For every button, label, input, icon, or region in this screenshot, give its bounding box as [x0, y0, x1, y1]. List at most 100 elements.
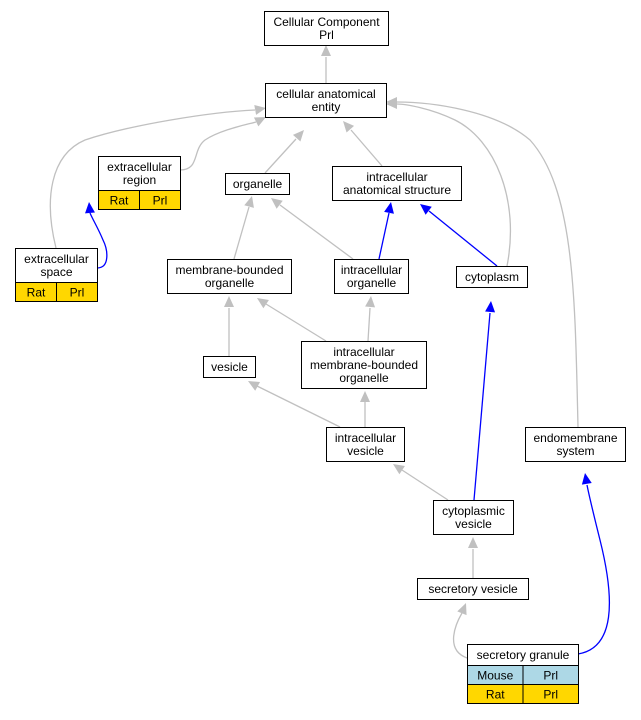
node-box [301, 341, 427, 389]
node-organelle[interactable]: organelle [225, 173, 290, 195]
arrowhead-icon [257, 298, 269, 309]
species-tag-label: Rat [110, 194, 129, 208]
edge-line [256, 385, 341, 428]
node-label-line: vesicle [211, 360, 248, 374]
node-label-line: organelle [339, 371, 389, 385]
node-label-line: Prl [319, 28, 334, 42]
arrowhead-icon [248, 381, 261, 391]
node-label-line: system [556, 444, 594, 458]
edge-intracellular-anatomical-structure-to-cellular-anatomical-entity [343, 121, 383, 167]
node-box [332, 166, 462, 201]
arrowhead-icon [485, 301, 496, 313]
node-label-line: membrane-bounded [175, 263, 283, 277]
species-tag-label: Rat [27, 286, 46, 300]
node-label-line: cytoplasmic [442, 504, 505, 518]
node-label-line: cytoplasm [465, 270, 519, 284]
node-box [167, 259, 292, 294]
arrowhead-icon [365, 296, 376, 308]
arrowhead-icon [468, 537, 478, 548]
edge-organelle-to-cellular-anatomical-entity [264, 130, 304, 174]
node-label-line: secretory granule [477, 648, 570, 662]
edge-secretory-granule-to-endomembrane-system [577, 473, 611, 655]
edge-intracellular-membrane-bounded-organelle-to-intracellular-organelle [365, 296, 376, 342]
edge-line [367, 307, 371, 342]
edge-line [396, 101, 579, 428]
edge-line [233, 206, 250, 260]
edge-vesicle-to-membrane-bounded-organelle [224, 296, 234, 356]
arrowhead-icon [321, 45, 331, 56]
edge-line [473, 312, 491, 501]
arrowhead-icon [85, 202, 95, 214]
edge-secretory-vesicle-to-cytoplasmic-vesicle [468, 537, 478, 578]
edge-intracellular-membrane-bounded-organelle-to-membrane-bounded-organelle [257, 298, 327, 342]
node-label-line: anatomical structure [343, 183, 451, 197]
edge-line [49, 109, 256, 249]
node-label-line: organelle [205, 276, 255, 290]
node-cytoplasm[interactable]: cytoplasm [456, 266, 528, 288]
gene-tag-label: Prl [543, 688, 558, 702]
edge-membrane-bounded-organelle-to-organelle [233, 196, 254, 260]
node-box [417, 578, 529, 600]
edge-line [428, 210, 498, 267]
edge-line [264, 138, 297, 174]
node-label-line: vesicle [455, 517, 492, 531]
edge-extracellular-space-to-extracellular-region [85, 202, 108, 269]
arrowhead-icon [384, 202, 394, 214]
node-box [203, 356, 256, 378]
arrowhead-icon [271, 198, 283, 209]
arrowhead-icon [244, 196, 254, 208]
node-box [456, 266, 528, 288]
edge-intracellular-vesicle-to-intracellular-membrane-bounded-organelle [360, 391, 370, 427]
gene-tag-label: Prl [153, 194, 168, 208]
node-label-line: cellular anatomical [276, 87, 375, 101]
arrowhead-icon [457, 603, 467, 616]
edge-extracellular-region-to-cellular-anatomical-entity [179, 117, 266, 171]
node-label-line: intracellular [335, 431, 396, 445]
node-label-line: membrane-bounded [310, 358, 418, 372]
node-label-line: intracellular [366, 170, 427, 184]
edge-line [89, 212, 108, 269]
arrowhead-icon [420, 204, 432, 215]
node-box [15, 248, 98, 283]
edge-cytoplasm-to-intracellular-anatomical-structure [420, 204, 498, 267]
edge-line [179, 121, 257, 171]
edge-line [265, 303, 327, 342]
edge-secretory-granule-to-secretory-vesicle [452, 603, 468, 659]
arrowhead-icon [224, 296, 234, 307]
node-box [334, 259, 409, 294]
edge-layer [49, 45, 611, 659]
node-label-line: organelle [347, 276, 397, 290]
arrowhead-icon [343, 121, 355, 133]
edge-line [279, 204, 354, 260]
node-label-line: organelle [233, 177, 283, 191]
arrowhead-icon [253, 117, 266, 127]
edge-line [350, 129, 383, 167]
gene-tag [522, 684, 579, 704]
node-vesicle[interactable]: vesicle [203, 356, 256, 378]
edge-line [452, 612, 468, 659]
node-label-line: region [123, 173, 156, 187]
edge-intracellular-organelle-to-organelle [271, 198, 354, 260]
edge-cellular-anatomical-entity-to-root [321, 45, 331, 83]
node-box [265, 83, 387, 118]
node-label-line: vesicle [347, 444, 384, 458]
node-secretory-vesicle[interactable]: secretory vesicle [417, 578, 529, 600]
node-label-line: extracellular [24, 252, 89, 266]
edge-line [401, 469, 449, 501]
gene-tag-label: Prl [70, 286, 85, 300]
node-box [98, 156, 181, 191]
arrowhead-icon [393, 464, 405, 475]
